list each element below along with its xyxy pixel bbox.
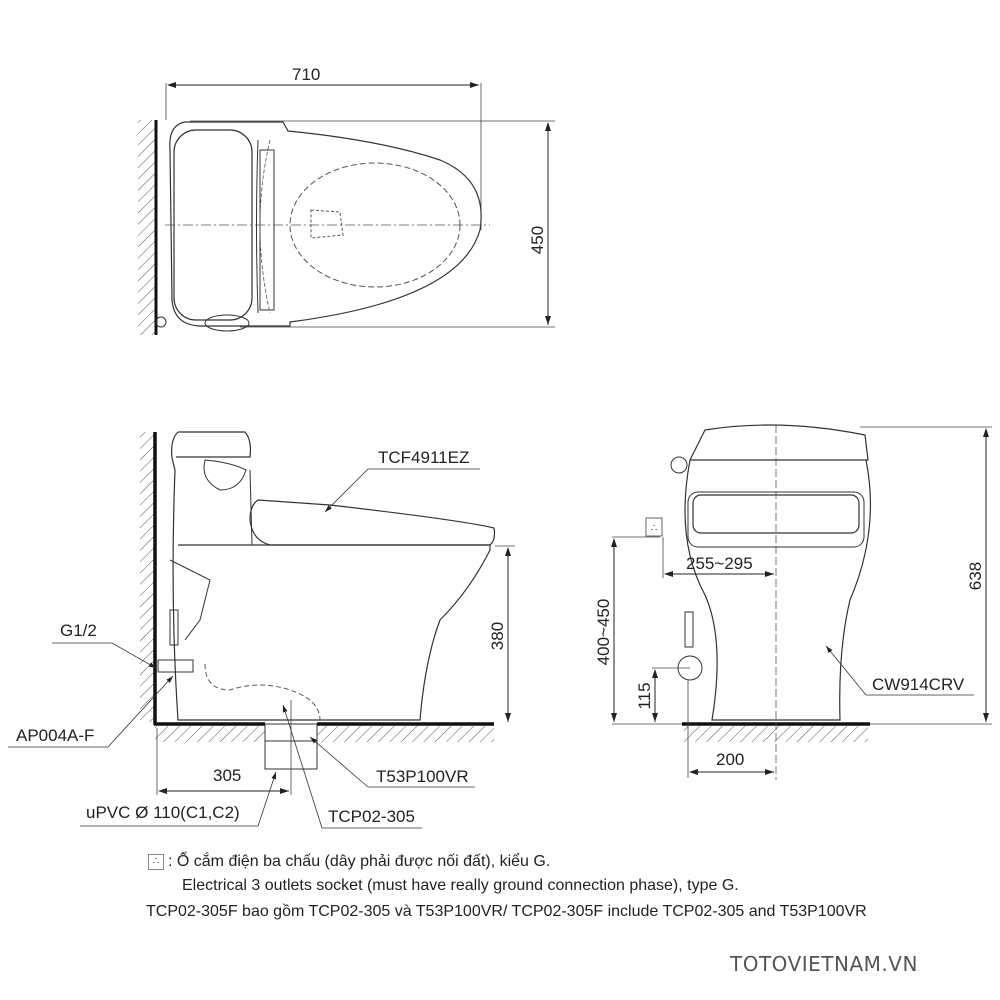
socket-note-vi: ∴: Ổ cắm điện ba chấu (dây phải được nối… xyxy=(148,853,550,871)
inlet-height-dimension: 115 xyxy=(635,682,654,709)
svg-text:∴: ∴ xyxy=(651,523,657,534)
flange-model-label: T53P100VR xyxy=(376,767,469,786)
pipe-spec-label: uPVC Ø 110(C1,C2) xyxy=(86,803,240,822)
adapter-model-label: TCP02-305 xyxy=(328,807,415,826)
seat-model-label: TCF4911EZ xyxy=(378,448,469,467)
inlet-offset-dimension: 200 xyxy=(716,750,744,769)
socket-height-dimension: 400~450 xyxy=(594,599,613,666)
body-model-label: CW914CRV xyxy=(872,675,965,694)
watermark: TOTOVIETNAM.VN xyxy=(730,952,918,976)
socket-offset-dimension: 255~295 xyxy=(686,554,753,573)
inlet-thread-label: G1/2 xyxy=(60,621,97,640)
width-dimension: 710 xyxy=(292,65,320,84)
socket-icon: ∴ xyxy=(148,853,164,870)
seat-height-dimension: 380 xyxy=(488,622,507,650)
socket-icon xyxy=(645,517,663,537)
socket-note-en: Electrical 3 outlets socket (must have r… xyxy=(182,877,739,894)
wall-hatch xyxy=(138,120,156,335)
package-note: TCP02-305F bao gồm TCP02-305 và T53P100V… xyxy=(146,903,867,920)
side-view: 380 305 TCF4911EZ G1/2 AP004A-F T53P100V… xyxy=(8,431,515,829)
total-height-dimension: 638 xyxy=(966,562,985,590)
rough-in-dimension: 305 xyxy=(213,766,241,785)
top-view: 710 450 xyxy=(138,65,555,335)
depth-dimension: 450 xyxy=(528,226,547,254)
front-view: ∴ 255~295 400~450 115 200 638 CW914CRV xyxy=(594,424,992,780)
valve-model-label: AP004A-F xyxy=(16,726,94,745)
